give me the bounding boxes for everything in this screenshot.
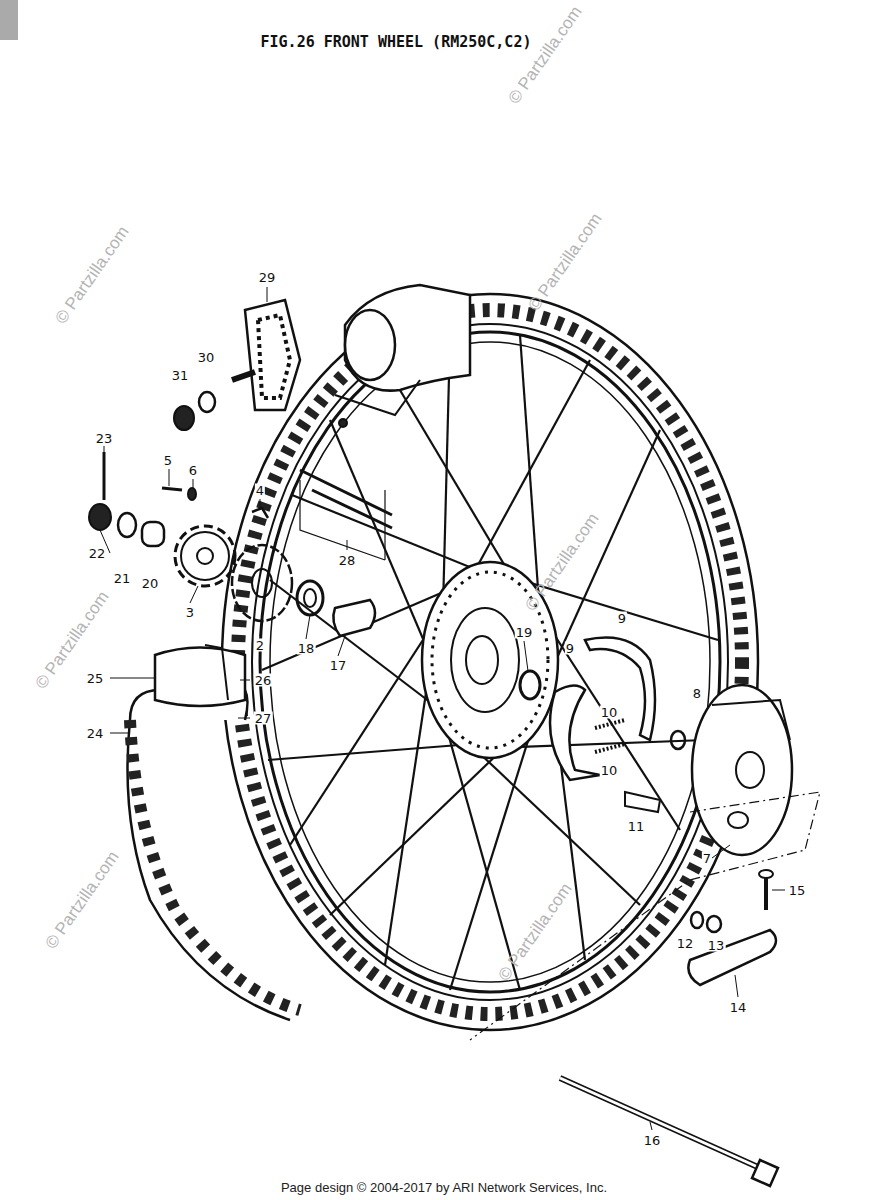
watermark: © Partzilla.com [42,848,122,952]
callout-number: 25 [86,672,105,685]
callout-number: 11 [627,820,646,833]
callout-number: 21 [113,572,132,585]
callout-number: 31 [171,369,190,382]
callout-number: 2 [255,639,265,652]
watermark: © Partzilla.com [505,3,585,107]
callout-number: 7 [702,852,712,865]
callout-number: 26 [254,674,273,687]
watermark: © Partzilla.com [525,210,605,314]
callout-number: 12 [676,937,695,950]
callout-number: 9 [617,612,627,625]
figure-title: FIG.26 FRONT WHEEL (RM250C,C2) [261,35,532,50]
callout-number: 14 [729,1001,748,1014]
callout-number: 30 [197,351,216,364]
callout-number: 27 [254,712,273,725]
callout-number: 6 [188,464,198,477]
callout-number: 10 [600,706,619,719]
watermark: © Partzilla.com [495,880,575,984]
callout-number: 24 [86,727,105,740]
callout-number: 13 [707,939,726,952]
callout-number: 28 [338,554,357,567]
watermark: © Partzilla.com [52,223,132,327]
callout-number: 23 [95,432,114,445]
callout-number: 16 [643,1134,662,1147]
callout-number: 17 [329,659,348,672]
callout-number: 10 [600,764,619,777]
callout-number: 19 [515,626,534,639]
callout-number: 9 [565,642,575,655]
callout-number: 18 [297,642,316,655]
callout-number: 15 [788,884,807,897]
callout-number: 29 [258,271,277,284]
callout-number: 8 [692,687,702,700]
callout-number: 22 [88,547,107,560]
callout-number: 4 [255,484,265,497]
callout-number: 5 [163,454,173,467]
footer-note: Page design © 2004-2017 by ARI Network S… [281,1181,607,1194]
callout-number: 3 [185,606,195,619]
callout-number: 20 [141,577,160,590]
